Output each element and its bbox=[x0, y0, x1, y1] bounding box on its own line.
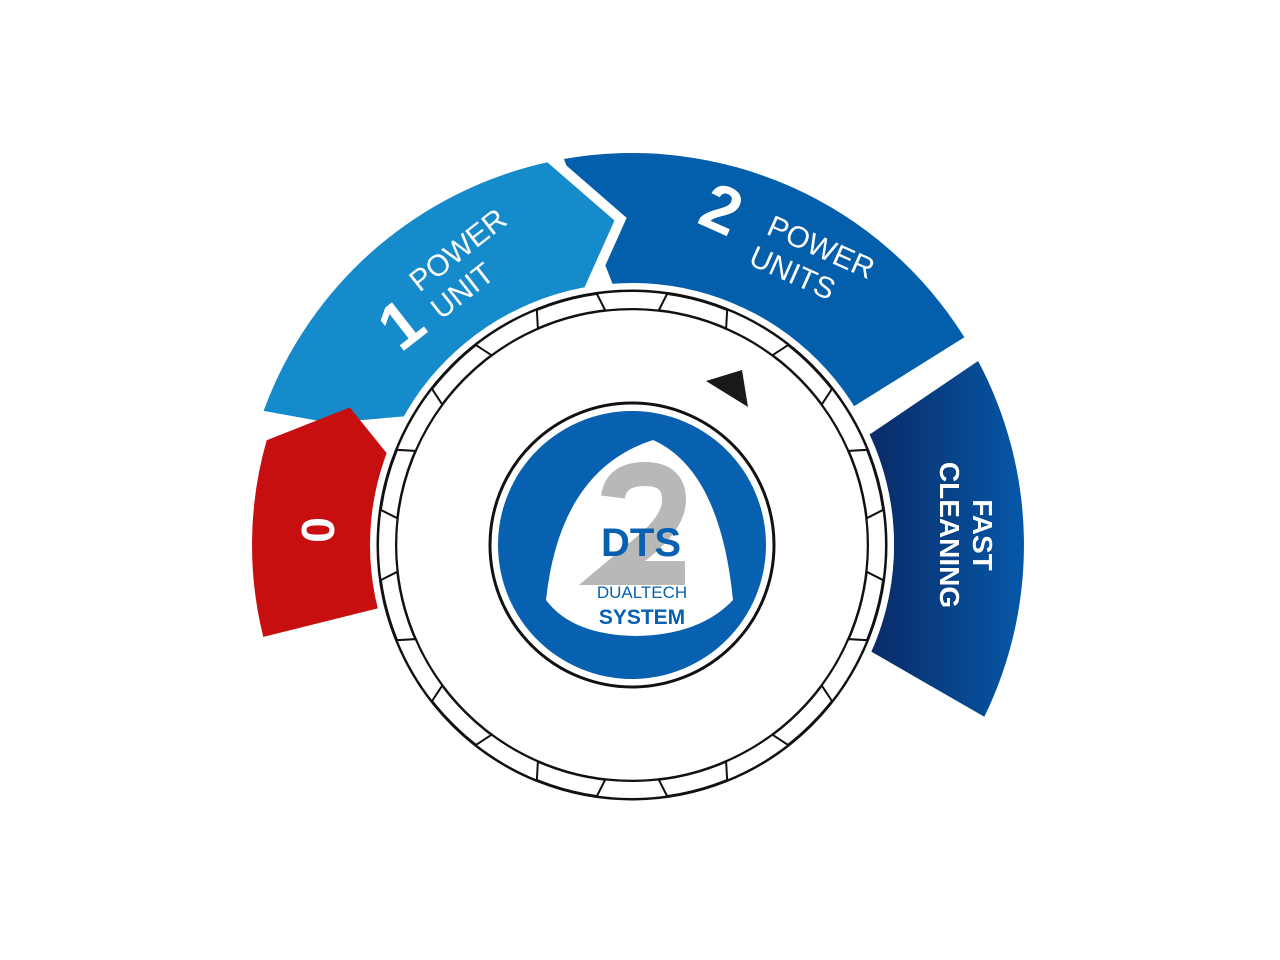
grip-tooth bbox=[595, 778, 669, 800]
logo-line1: DUALTECH bbox=[597, 583, 687, 602]
segment-fast-cleaning[interactable] bbox=[869, 361, 1024, 717]
triangle-pointer-icon bbox=[706, 370, 748, 407]
off-label: 0 bbox=[292, 517, 344, 543]
label-off: 0 bbox=[292, 517, 344, 543]
grip-tooth bbox=[395, 386, 444, 452]
grip-tooth bbox=[473, 308, 539, 357]
grip-tooth bbox=[865, 508, 887, 582]
fast-line2: CLEANING bbox=[934, 462, 965, 608]
grip-tooth bbox=[377, 508, 399, 582]
chevron-divider bbox=[546, 153, 627, 295]
logo-brand: DTS bbox=[601, 521, 681, 565]
knob[interactable]: DTS DUALTECH SYSTEM bbox=[370, 283, 894, 807]
segment-two-power-units[interactable] bbox=[563, 153, 965, 409]
logo-line2: SYSTEM bbox=[599, 606, 685, 629]
grip-tooth bbox=[595, 290, 669, 312]
grip-tooth bbox=[725, 733, 791, 782]
grip-tooth bbox=[395, 638, 444, 704]
grip-tooth bbox=[820, 386, 869, 452]
grip-tooth bbox=[473, 733, 539, 782]
label-fast: FAST CLEANING bbox=[934, 462, 998, 608]
grip-tooth bbox=[725, 308, 791, 357]
segment-one-power-unit[interactable] bbox=[263, 161, 621, 423]
grip-tooth bbox=[820, 638, 869, 704]
segment-off[interactable] bbox=[252, 407, 390, 637]
fast-line1: FAST bbox=[967, 499, 998, 571]
knob-grip-teeth bbox=[377, 290, 887, 800]
logo-digit-graphic bbox=[578, 461, 687, 585]
